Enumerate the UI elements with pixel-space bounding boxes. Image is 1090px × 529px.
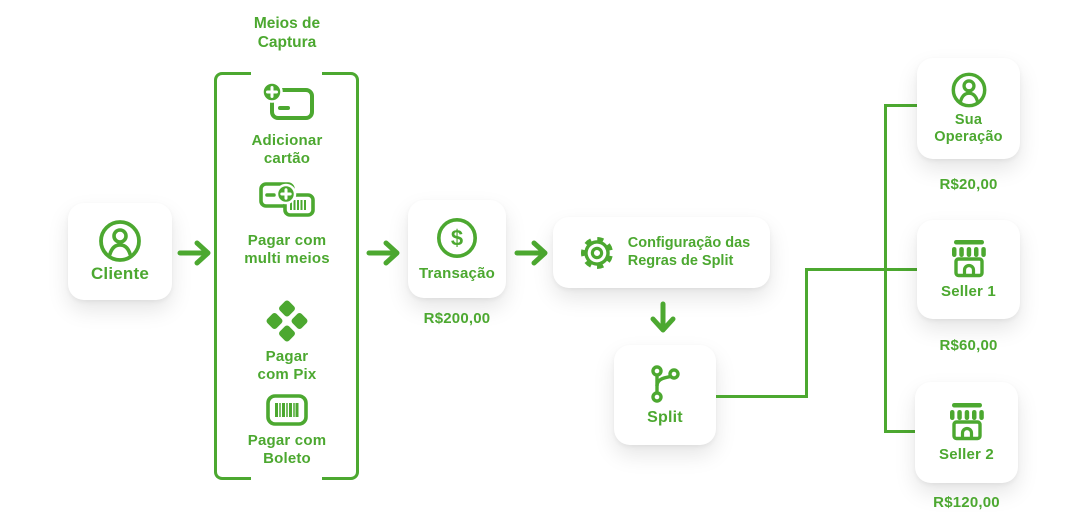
connector-riser (805, 268, 808, 398)
capture-group-title: Meios de Captura (253, 15, 321, 52)
capture-bracket-left (214, 72, 251, 480)
cliente-node: Cliente (68, 203, 172, 300)
connector-to-seller1 (805, 268, 917, 271)
seller2-node: Seller 2 (915, 382, 1018, 483)
dollar-circle-icon: $ (435, 216, 479, 260)
store-icon (947, 238, 991, 278)
connector-split-out (716, 395, 808, 398)
cliente-label: Cliente (90, 264, 150, 284)
config-split-rules-node: Configuração das Regras de Split (553, 217, 770, 288)
arrow-right-icon (514, 238, 550, 268)
split-node: Split (614, 345, 716, 445)
seller2-amount: R$120,00 (933, 494, 1000, 511)
capture-item-add-card: Adicionar cartão (222, 80, 352, 167)
seller2-label: Seller 2 (939, 446, 994, 464)
gear-icon (579, 235, 615, 271)
connector-trunk (884, 104, 887, 433)
transacao-node: $ Transação (408, 200, 506, 298)
user-circle-icon (950, 71, 988, 109)
transacao-amount: R$200,00 (423, 310, 491, 327)
split-label: Split (647, 408, 683, 426)
connector-to-sua-operacao (884, 104, 917, 107)
pix-icon (266, 300, 308, 342)
capture-item-multi: Pagar com multi meios (222, 178, 352, 267)
boleto-barcode-icon (266, 394, 308, 426)
capture-item-pix: Pagar com Pix (222, 300, 352, 383)
capture-item-label: Pagar com Boleto (247, 432, 327, 467)
split-branch-icon (644, 363, 686, 405)
connector-to-seller2 (884, 430, 915, 433)
arrow-right-icon (177, 238, 213, 268)
multi-payment-icon (257, 178, 317, 226)
svg-text:$: $ (451, 225, 463, 250)
user-circle-icon (97, 218, 143, 264)
arrow-down-icon (648, 301, 678, 333)
add-card-icon (258, 80, 316, 126)
config-label: Configuração das Regras de Split (627, 235, 751, 269)
seller1-label: Seller 1 (941, 283, 996, 301)
transacao-label: Transação (418, 264, 495, 282)
capture-bracket-right (322, 72, 359, 480)
sua-operacao-amount: R$20,00 (939, 176, 998, 193)
seller1-amount: R$60,00 (939, 337, 998, 354)
capture-item-label: Pagar com Pix (257, 348, 317, 383)
capture-item-label: Adicionar cartão (251, 132, 323, 167)
seller1-node: Seller 1 (917, 220, 1020, 319)
capture-item-label: Pagar com multi meios (244, 232, 330, 267)
sua-operacao-node: Sua Operação (917, 58, 1020, 159)
store-icon (945, 401, 989, 441)
arrow-right-icon (366, 238, 402, 268)
sua-operacao-label: Sua Operação (934, 111, 1003, 145)
capture-item-boleto: Pagar com Boleto (222, 394, 352, 467)
